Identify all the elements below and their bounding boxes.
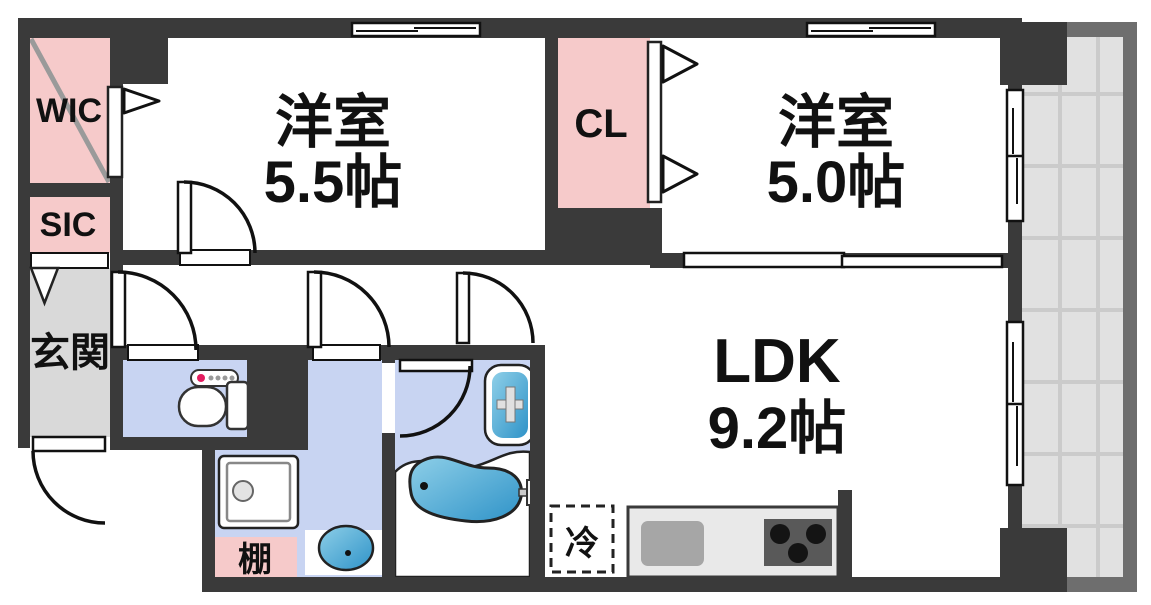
wic-diagonal-line — [28, 37, 112, 184]
wall-left-lower — [202, 450, 215, 592]
cl-label: CL — [574, 102, 627, 146]
door-arrow-cl-icon — [661, 44, 699, 84]
pillar-top-right — [1000, 22, 1067, 85]
window-bedroom1-top — [350, 21, 482, 38]
washbasin-drain-icon — [345, 550, 351, 556]
room-sic — [30, 197, 110, 253]
door-panel-toilet — [110, 270, 127, 349]
door-panel-wic — [106, 85, 124, 179]
door-panel-entrance — [31, 435, 107, 453]
wic-label: WIC — [36, 92, 102, 130]
threshold-toilet — [127, 344, 199, 361]
washroom-fixtures — [217, 454, 385, 575]
wall-bath-top — [380, 345, 545, 360]
ldk-size: 9.2帖 — [708, 396, 847, 461]
room-washroom-upper — [308, 360, 387, 450]
refrigerator-space-box — [549, 504, 615, 574]
stove-burner-icon — [788, 543, 808, 563]
toilet-control-panel-icon — [190, 369, 239, 387]
doors — [29, 40, 699, 525]
bedroom1-size: 5.5帖 — [264, 150, 403, 215]
balcony-rail-right — [1123, 22, 1137, 592]
bathtub-drain-icon — [420, 482, 428, 490]
wall-toilet-right-block — [247, 345, 308, 450]
washing-machine-pan-inner — [225, 461, 292, 523]
window-ldk-balcony — [1005, 320, 1025, 487]
wall-wic-sic-divider — [30, 183, 110, 197]
room-closet-cl — [558, 38, 650, 208]
window-frame — [350, 21, 482, 38]
toilet-tank-icon — [225, 380, 250, 431]
balcony-floor — [1022, 22, 1137, 592]
threshold-bedroom1 — [179, 249, 251, 266]
sliding-panel — [840, 254, 1004, 269]
wall-toilet-bottom — [110, 437, 308, 450]
wall-kitchen-right — [838, 490, 852, 577]
bath-fixtures — [393, 363, 541, 579]
door-panel-cl — [646, 40, 663, 204]
toilet-button-dot — [208, 375, 214, 381]
toilet-button-dot — [215, 375, 221, 381]
kitchen-sink-icon — [641, 521, 704, 566]
shelf-label: 棚 — [238, 541, 272, 579]
door-arrow-wic-icon — [122, 87, 161, 115]
sliding-door-bedroom2-ldk — [682, 251, 1004, 269]
wall-cl-left — [545, 18, 558, 265]
door-arc-entrance — [31, 450, 106, 525]
shower-cross-v — [505, 386, 516, 423]
balcony-tile-grid — [1022, 22, 1137, 592]
kitchen — [549, 504, 840, 579]
pillar-bottom-right — [1000, 528, 1067, 592]
wall-wic-genkan-right — [110, 18, 123, 450]
wall-bottom — [202, 577, 1022, 592]
door-panel-bedroom1 — [176, 180, 193, 255]
wall-cl-bottom-block — [558, 208, 662, 265]
wall-bath-right — [530, 345, 545, 577]
toilet-fixture — [177, 369, 250, 431]
toilet-button-dot — [222, 375, 228, 381]
toilet-bowl-icon — [177, 385, 228, 428]
stove-burner-icon — [806, 524, 826, 544]
refrigerator-label: 冷 — [565, 525, 599, 563]
door-arrow-cl-icon — [661, 154, 699, 194]
window-frame — [805, 21, 937, 38]
door-arc-toilet — [117, 270, 198, 351]
room-shelf — [215, 537, 297, 577]
sic-label: SIC — [40, 206, 97, 244]
window-bedroom2-top — [805, 21, 937, 38]
toilet-button-dot — [229, 375, 235, 381]
stove-burner-icon — [770, 524, 790, 544]
door-panel-ldk — [455, 271, 471, 345]
genkan-label: 玄関 — [30, 331, 110, 375]
door-panel-sic — [30, 252, 109, 269]
windows — [350, 21, 1025, 487]
bathtub-icon — [408, 455, 523, 524]
washing-machine-drain-icon — [232, 480, 254, 502]
ldk-label: LDK — [713, 327, 841, 396]
walls — [18, 18, 1067, 592]
opening-bath — [382, 363, 395, 433]
door-panel-bath — [398, 358, 474, 373]
threshold-washroom — [312, 344, 381, 361]
toilet-button-red — [197, 374, 205, 382]
bedroom2-size: 5.0帖 — [767, 150, 906, 215]
entry-direction-arrow-icon — [29, 266, 60, 307]
door-arc-ldk — [462, 271, 535, 344]
door-arc-bedroom1 — [183, 180, 257, 254]
balcony — [1022, 22, 1137, 592]
labels: WIC SIC 玄関 洋室 5.5帖 CL 洋室 5.0帖 LDK 9.2帖 棚… — [30, 90, 905, 579]
door-panel-washroom — [306, 270, 323, 349]
door-arc-bath — [399, 365, 472, 438]
wall-top — [18, 18, 1022, 38]
sliding-panel — [682, 251, 846, 269]
washbasin-icon — [317, 524, 375, 572]
bedroom2-label: 洋室 — [778, 90, 894, 155]
window-bedroom2-balcony — [1005, 88, 1025, 223]
wall-left — [18, 18, 30, 448]
door-arc-washroom — [313, 270, 391, 348]
bedroom1-label: 洋室 — [275, 90, 391, 155]
